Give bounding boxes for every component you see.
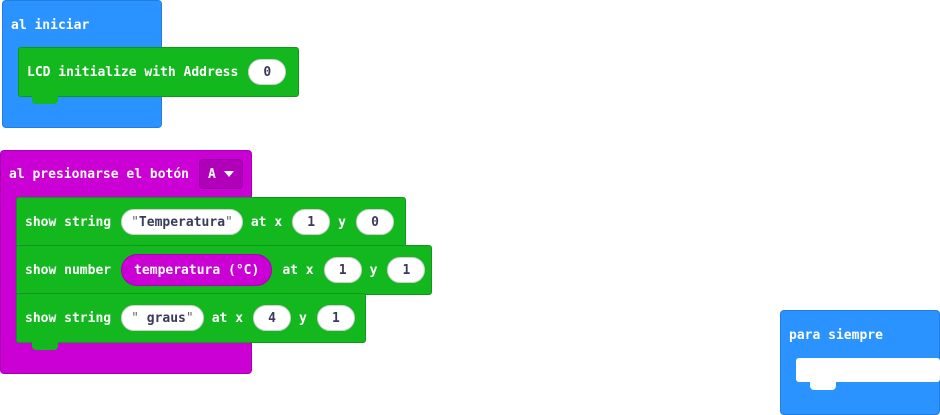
chevron-down-icon: [223, 171, 234, 177]
show-string-block-notch: [32, 342, 58, 350]
button-select-dropdown[interactable]: A: [199, 159, 243, 189]
at-x-label: at x: [282, 262, 314, 278]
y-label: y: [299, 310, 307, 326]
x-input[interactable]: 4: [253, 305, 292, 331]
at-x-label: at x: [211, 310, 244, 326]
show-number-label: show number: [25, 262, 112, 278]
lcd-initialize-label: LCD initialize with Address: [27, 64, 239, 80]
quote-open: ": [131, 310, 139, 326]
show-string-block-1[interactable]: show string "Temperatura" at x 1 y 0: [16, 197, 406, 247]
show-string-block-2[interactable]: show string " graus" at x 4 y 1: [16, 293, 366, 343]
temperature-reporter[interactable]: temperatura (°C): [121, 254, 273, 286]
forever-empty-slot[interactable]: [796, 358, 940, 382]
quote-open: ": [131, 214, 139, 230]
lcd-block-notch: [32, 96, 58, 104]
on-button-pressed-label: al presionarse el botón: [9, 167, 190, 182]
show-number-block[interactable]: show number temperatura (°C) at x 1 y 1: [16, 245, 432, 295]
y-label: y: [338, 214, 346, 230]
y-label: y: [369, 262, 378, 278]
on-start-label: al iniciar: [11, 18, 90, 33]
lcd-initialize-block[interactable]: LCD initialize with Address 0: [18, 47, 299, 97]
lcd-address-input[interactable]: 0: [248, 59, 287, 85]
x-input[interactable]: 1: [323, 257, 362, 283]
forever-slot-notch: [810, 382, 836, 390]
forever-label: para siempre: [789, 328, 883, 343]
at-x-label: at x: [250, 214, 283, 230]
y-input[interactable]: 1: [316, 305, 355, 331]
string-value: graus: [138, 310, 186, 326]
x-input[interactable]: 1: [292, 209, 331, 235]
y-input[interactable]: 1: [387, 257, 426, 283]
string-value: Temperatura: [138, 214, 226, 230]
button-select-value: A: [208, 166, 216, 182]
quote-close: ": [185, 310, 194, 326]
string-input-temperatura[interactable]: "Temperatura": [121, 209, 243, 235]
show-string-label: show string: [25, 310, 112, 326]
quote-close: ": [225, 214, 233, 230]
y-input[interactable]: 0: [355, 209, 394, 235]
show-string-label: show string: [25, 214, 112, 230]
string-input-graus[interactable]: " graus": [121, 305, 204, 331]
